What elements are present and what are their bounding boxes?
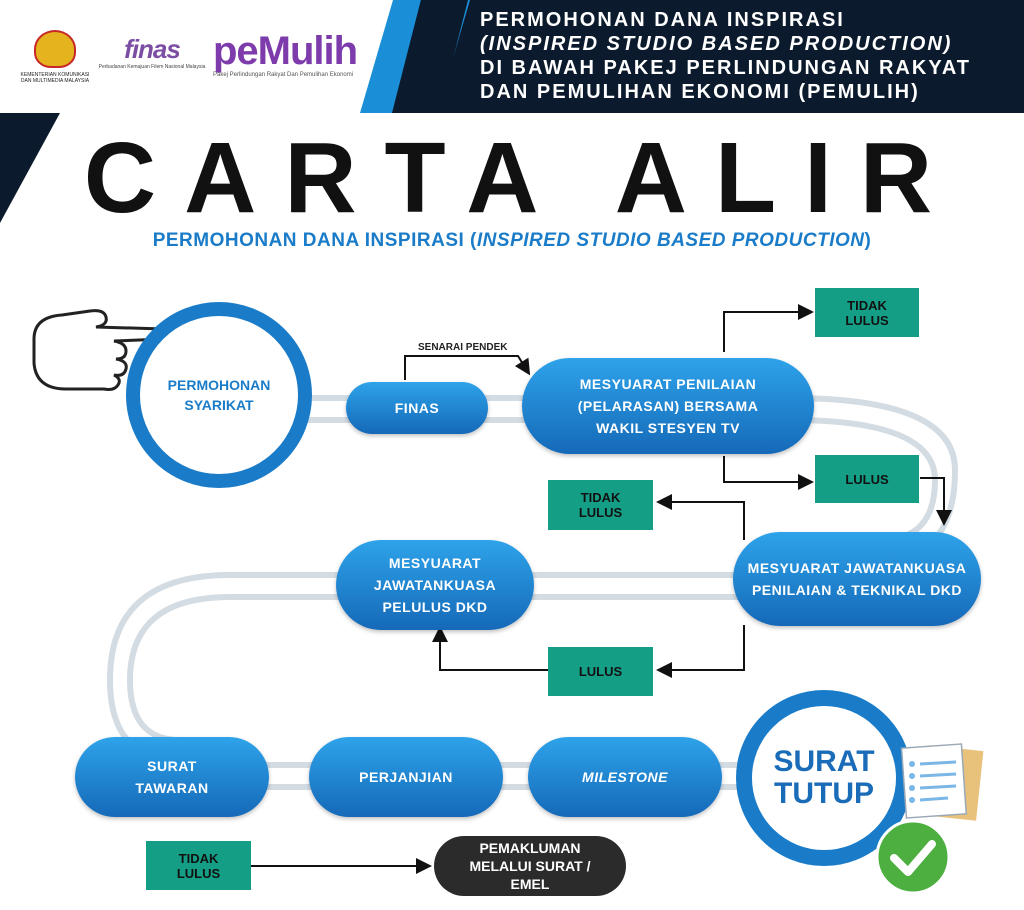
arrow-tidak-lulus-1 [723, 304, 814, 352]
surat-tutup-label: SURAT TUTUP [773, 745, 875, 810]
mesyuarat-pelulus-node: MESYUARAT JAWATANKUASA PELULUS DKD [336, 540, 534, 630]
arrow-tidak-lulus-2 [656, 494, 745, 540]
permohonan-syarikat-node: PERMOHONAN SYARIKAT [126, 302, 312, 488]
tidak-lulus-tag-2: TIDAK LULUS [548, 480, 653, 530]
arrow-lulus-2 [656, 625, 745, 678]
subtitle-suffix: ) [864, 230, 872, 251]
pemulih-logo: peMulih Pakej Perlindungan Rakyat Dan Pe… [213, 30, 388, 78]
document-icon [900, 743, 984, 821]
finas-logo-mark: finas [124, 34, 181, 64]
arrow-to-teknikal [920, 477, 952, 526]
pemulih-logo-text: Pakej Perlindungan Rakyat Dan Pemulihan … [213, 72, 354, 78]
senarai-pendek-label: SENARAI PENDEK [418, 342, 508, 353]
header-title-line3: DI BAWAH PAKEJ PERLINDUNGAN RAKYAT [480, 57, 971, 79]
arrow-to-pelulus [432, 626, 548, 671]
finas-node: FINAS [346, 382, 488, 434]
track-middle-2 [126, 594, 880, 743]
milestone-node: MILESTONE [528, 737, 722, 817]
kkmm-logo-text: KEMENTERIAN KOMUNIKASI DAN MULTIMEDIA MA… [20, 72, 90, 84]
malaysia-crest-icon [34, 30, 76, 68]
mesyuarat-teknikal-node: MESYUARAT JAWATANKUASA PENILAIAN & TEKNI… [733, 532, 981, 626]
page-subtitle: PERMOHONAN DANA INSPIRASI (INSPIRED STUD… [0, 230, 1024, 252]
subtitle-prefix: PERMOHONAN DANA INSPIRASI ( [152, 230, 477, 251]
tidak-lulus-tag-3: TIDAK LULUS [146, 841, 251, 890]
header-title: PERMOHONAN DANA INSPIRASI (INSPIRED STUD… [480, 8, 1020, 104]
finas-logo: finas Perbadanan Kemajuan Filem Nasional… [92, 34, 212, 70]
page-title: CARTA ALIR [83, 122, 961, 234]
kkmm-logo: KEMENTERIAN KOMUNIKASI DAN MULTIMEDIA MA… [20, 30, 90, 84]
pointing-hand-icon [32, 309, 170, 391]
lulus-tag-2: LULUS [548, 647, 653, 696]
pemulih-logo-mark: peMulih [213, 29, 358, 73]
subtitle-italic: INSPIRED STUDIO BASED PRODUCTION [476, 230, 865, 251]
pemakluman-node: PEMAKLUMAN MELALUI SURAT / EMEL [434, 836, 626, 896]
finas-logo-text: Perbadanan Kemajuan Filem Nasional Malay… [98, 64, 206, 70]
arrow-senarai-pendek [404, 355, 531, 380]
arrow-lulus-1 [723, 456, 814, 490]
mesyuarat-penilaian-node: MESYUARAT PENILAIAN (PELARASAN) BERSAMA … [522, 358, 814, 454]
header-title-line2: (INSPIRED STUDIO BASED PRODUCTION) [480, 33, 953, 55]
header-title-line4: DAN PEMULIHAN EKONOMI (PEMULIH) [480, 81, 920, 103]
surat-tawaran-node: SURAT TAWARAN [75, 737, 269, 817]
lulus-tag-1: LULUS [815, 455, 919, 503]
permohonan-syarikat-label: PERMOHONAN SYARIKAT [167, 377, 271, 413]
perjanjian-node: PERJANJIAN [309, 737, 503, 817]
header-title-line1: PERMOHONAN DANA INSPIRASI [480, 9, 845, 31]
checkmark-icon [875, 819, 951, 895]
tidak-lulus-tag-1: TIDAK LULUS [815, 288, 919, 337]
